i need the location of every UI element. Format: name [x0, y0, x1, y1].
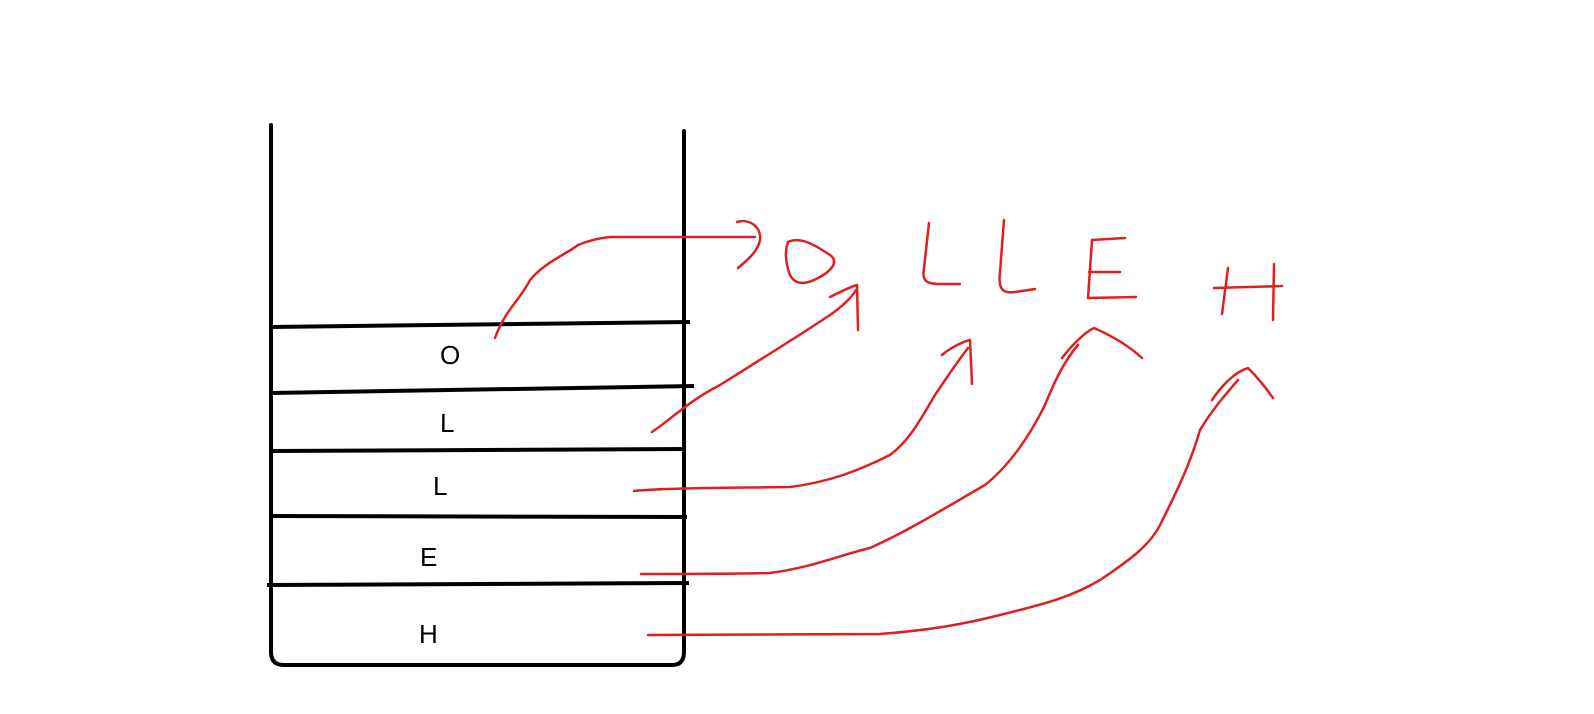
- stack-divider-top: [270, 320, 691, 329]
- stack-item-l2: L: [433, 471, 448, 501]
- stack-item-e: E: [420, 542, 438, 572]
- handwritten-letter-h: [1212, 262, 1284, 322]
- pop-arrows: [493, 219, 1275, 637]
- arrow-o: [493, 235, 757, 340]
- stack-item-l1: L: [440, 408, 455, 438]
- arrow-h-head: [1210, 366, 1275, 402]
- handwritten-letter-l2: [998, 218, 1037, 294]
- stack-divider-4: [270, 514, 688, 519]
- handwritten-letter-e: [1086, 236, 1138, 300]
- arrow-o-head: [735, 219, 762, 270]
- stack-divider-5: [266, 581, 690, 587]
- arrow-l2-head: [940, 338, 974, 386]
- stack-container: [269, 123, 686, 667]
- stack-divider-3: [270, 447, 687, 453]
- handwritten-letter-o: [784, 238, 836, 285]
- stack-divider-2: [270, 384, 695, 395]
- stack-item-h: H: [419, 619, 438, 649]
- stack-item-o: O: [440, 340, 461, 370]
- handwritten-output: [784, 218, 1284, 322]
- arrow-e-head: [1060, 326, 1144, 360]
- handwritten-letter-l1: [922, 221, 962, 286]
- arrow-l1-head: [828, 283, 860, 332]
- arrow-e: [639, 343, 1080, 576]
- arrow-h: [646, 378, 1240, 637]
- arrow-l1: [650, 288, 858, 434]
- arrow-l2: [632, 346, 970, 493]
